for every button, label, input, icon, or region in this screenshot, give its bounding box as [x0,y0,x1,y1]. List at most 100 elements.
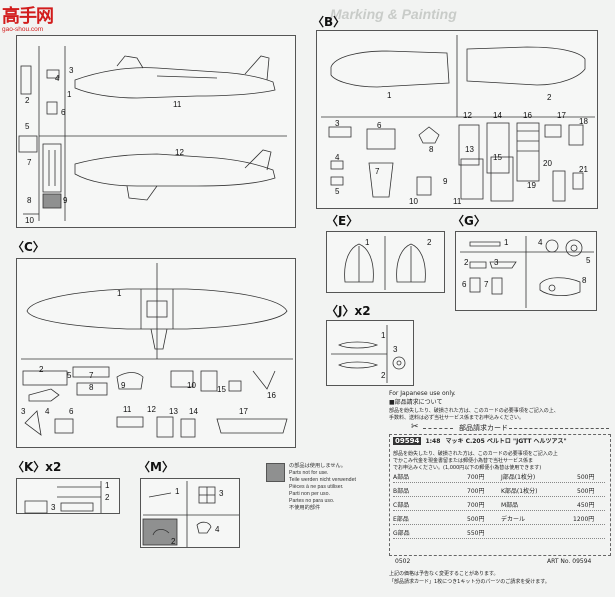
sprue-c-drawing [21,263,293,438]
part-number: 5 [67,371,72,380]
background-title: Marking & Painting [330,6,457,22]
panel-label-e: 〈E〉 [326,214,359,228]
site-logo-url: gao-shou.com [2,26,44,33]
part-number: 9 [121,381,126,390]
product-name: マッキ C.205 ベルトロ "JGTT ヘルツアス" [445,438,567,445]
part-number: 8 [89,383,94,392]
part-number: 5 [25,122,30,131]
part-number: 7 [484,280,489,289]
part-number: 3 [21,407,26,416]
part-number: 7 [89,371,94,380]
part-number: 3 [335,119,340,128]
part-number: 16 [267,391,276,400]
sprue-g-panel: 1 2 3 4 5 6 7 8 [455,231,597,311]
part-number: 6 [61,108,66,117]
part-number: 14 [493,111,502,120]
part-number: 2 [427,238,432,247]
sprue-e-panel: 1 2 [326,231,445,293]
part-number: 1 [105,481,110,490]
part-number: 6 [69,407,74,416]
order-note-1: 部品を紛失したり、破損された方は、このカードの必要事項をご記入の上、 [389,408,559,414]
part-number: 1 [175,487,180,496]
part-number: 12 [175,148,184,157]
price-divider [393,538,605,539]
not-for-use-legend: の部品は使用しません。 Parts not for use. Teile wer… [289,463,356,511]
order-desc-3: でお申込みください。(1,000円以下の郵便小為替は使用できます) [393,465,542,471]
price-row-c-lval: 700円 [467,502,485,509]
part-number: 5 [586,256,591,265]
part-number: 6 [377,121,382,130]
site-logo: 高手网 gao-shou.com [2,2,72,36]
part-number: 8 [27,196,32,205]
part-number: 11 [453,197,462,206]
price-row-e-left: E部品 [393,516,409,523]
part-number: 17 [239,407,248,416]
price-row-e-lval: 500円 [467,516,485,523]
order-card-label: 部品請求カード [459,424,508,432]
part-number: 16 [523,111,532,120]
part-number: 1 [365,238,370,247]
part-number: 12 [463,111,472,120]
price-row-e-rval: 1200円 [573,516,595,523]
part-number: 1 [117,289,122,298]
price-row-b-left: B部品 [393,488,410,495]
part-number: 11 [173,100,182,109]
price-row-a-right: J部品(1枚分) [501,474,536,481]
part-number: 10 [25,216,34,225]
part-number: 1 [67,90,72,99]
part-number: 18 [579,117,588,126]
parts-order-section: For Japanese use only. ■部品請求について 部品を紛失した… [389,390,611,594]
part-number: 5 [335,187,340,196]
part-number: 20 [543,159,552,168]
price-row-b-rval: 500円 [577,488,595,495]
product-scale: 1:48 [425,438,441,445]
sprue-c-panel: 1 2 3 4 5 6 7 8 9 10 11 12 13 14 15 16 1… [16,258,296,448]
sprue-k-panel: 1 2 3 [16,478,120,514]
part-number: 2 [171,537,176,546]
price-row-b-right: K部品(1枚分) [501,488,538,495]
part-number: 7 [27,158,32,167]
part-number: 2 [105,493,110,502]
part-number: 2 [464,258,469,267]
part-number: 3 [494,258,499,267]
sprue-j-panel: 1 2 3 [326,320,414,386]
sprue-b-panel: 1 2 3 4 5 6 7 8 9 10 11 12 13 14 15 16 1… [316,30,598,209]
sprue-g-drawing [460,236,594,308]
part-number: 19 [527,181,536,190]
part-number: 12 [147,405,156,414]
order-card-title: 09594 1:48 マッキ C.205 ベルトロ "JGTT ヘルツアス" [393,437,567,446]
part-number: 13 [465,145,474,154]
sprue-a-drawing [18,46,287,221]
order-footer-2: 「部品請求カード」1枚につき1キット分のパーツのご請求を受けます。 [389,579,550,585]
sprue-m-drawing [142,481,239,547]
panel-label-m: 〈M〉 [138,460,174,474]
art-number: ART No. 09594 [547,558,592,565]
part-number: 2 [381,371,386,380]
part-number: 4 [538,238,543,247]
part-number: 14 [189,407,198,416]
part-number: 1 [504,238,509,247]
part-number: 10 [409,197,418,206]
price-divider [393,482,605,483]
part-number: 3 [219,489,224,498]
price-divider [393,524,605,525]
part-number: 2 [547,93,552,102]
part-number: 3 [69,66,74,75]
part-number: 4 [45,407,50,416]
sprue-e-drawing [344,236,426,290]
price-divider [393,510,605,511]
part-number: 15 [217,385,226,394]
price-row-g-lval: 550円 [467,530,485,537]
part-number: 4 [335,153,340,162]
cut-line [509,428,609,429]
part-number: 8 [582,276,587,285]
part-number: 15 [493,153,502,162]
order-note-2: 手数料、送料は必ず当社サービス係までお申込みください。 [389,415,525,421]
panel-label-g: 〈G〉 [452,214,486,228]
price-row-a-rval: 500円 [577,474,595,481]
product-code: 09594 [393,437,422,445]
sprue-m-panel: 1 2 3 4 [140,478,240,548]
sprue-k-drawing [24,481,102,514]
part-number: 17 [557,111,566,120]
part-number: 4 [215,525,220,534]
